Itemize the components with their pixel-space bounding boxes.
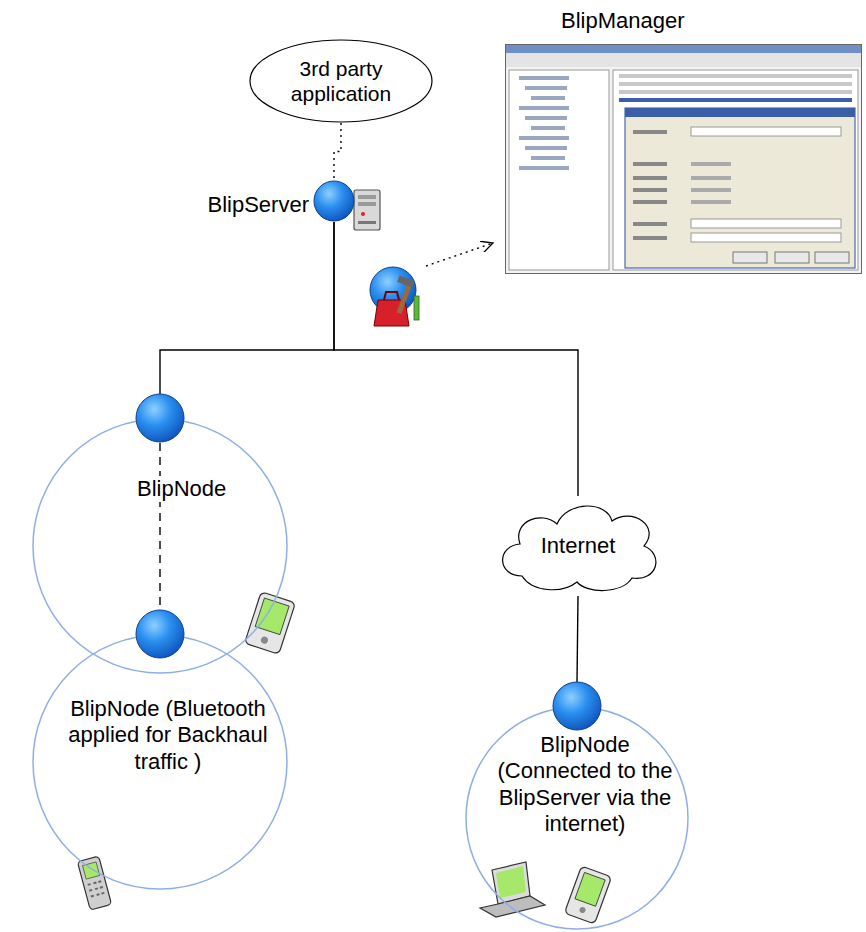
text-frame: Internet [492, 496, 664, 596]
server-node-outline [313, 180, 355, 222]
node-range-circle: BlipNode (Connected to the BlipServer vi… [465, 706, 689, 930]
pda-device [564, 866, 611, 924]
server-node: BlipServer [313, 180, 355, 222]
manager-tool-icon [370, 267, 419, 326]
node-label: 3rd party application [281, 56, 401, 106]
internet-cloud: Internet [492, 496, 664, 596]
connector-line [577, 596, 578, 682]
pda-device [245, 592, 296, 654]
node-label: BlipNode (Connected to the BlipServer vi… [487, 732, 683, 838]
node-label: BlipNode [134, 476, 229, 502]
pointer-arrow [426, 243, 493, 266]
connector-line [334, 123, 341, 180]
node-range-circle: BlipNode (Bluetooth applied for Backhaul… [32, 634, 288, 890]
connector-line [160, 222, 334, 394]
application-ellipse: 3rd party application [249, 39, 433, 123]
phone-device [77, 856, 111, 910]
manager-screenshot-outline [505, 44, 862, 274]
node-heading: BlipManager [561, 8, 685, 34]
node-label: BlipNode (Bluetooth applied for Backhaul… [65, 696, 271, 775]
text-frame: 3rd party application [249, 39, 433, 123]
application-ellipse-outline [249, 39, 433, 123]
server-icon [354, 190, 380, 230]
node-label: Internet [541, 533, 616, 559]
node-heading: BlipServer [208, 192, 309, 218]
manager-screenshot: BlipManager [505, 44, 862, 274]
connector-line [160, 443, 161, 609]
